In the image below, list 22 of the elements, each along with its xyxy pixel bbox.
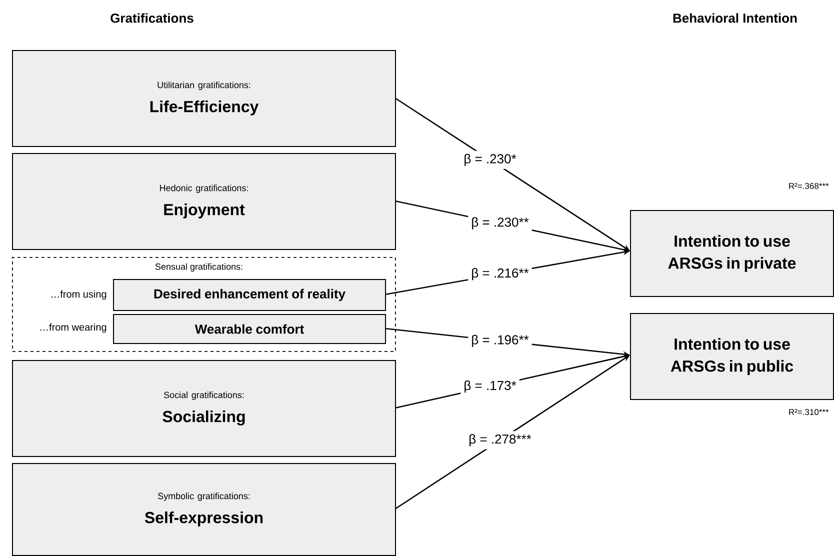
construct-box: Wearable comfort (113, 314, 386, 344)
construct-box: Social gratifications: Socializing (12, 360, 396, 457)
edge-label: β = .230** (472, 217, 529, 230)
construct-box: Utilitarian gratifications: Life-Efficiency (12, 50, 396, 147)
construct-box: Symbolic gratifications: Self-expression (12, 463, 396, 556)
construct-box: Hedonic gratifications: Enjoyment (12, 153, 396, 250)
construct-box: Intention to use ARSGs in public (630, 313, 834, 400)
dashed-group-box (12, 257, 396, 352)
group-heading: Sensual gratifications: (155, 263, 242, 272)
side-note: R²=.310*** (789, 409, 829, 415)
edge-label: β = .230* (464, 154, 516, 166)
edge-label: β = .278*** (470, 434, 532, 446)
edge-label: β = .173* (464, 380, 516, 393)
column-heading: Gratifications (110, 13, 194, 23)
column-heading: Behavioral Intention (673, 13, 797, 23)
edge-label: β = .216** (472, 268, 529, 280)
edge-label: β = .196** (472, 334, 529, 347)
side-note: …from wearing (40, 323, 106, 333)
construct-box: Intention to use ARSGs in private (630, 210, 834, 297)
side-note: R²=.368*** (789, 183, 829, 189)
construct-box: Desired enhancement of reality (113, 279, 386, 311)
side-note: …from using (51, 290, 106, 300)
